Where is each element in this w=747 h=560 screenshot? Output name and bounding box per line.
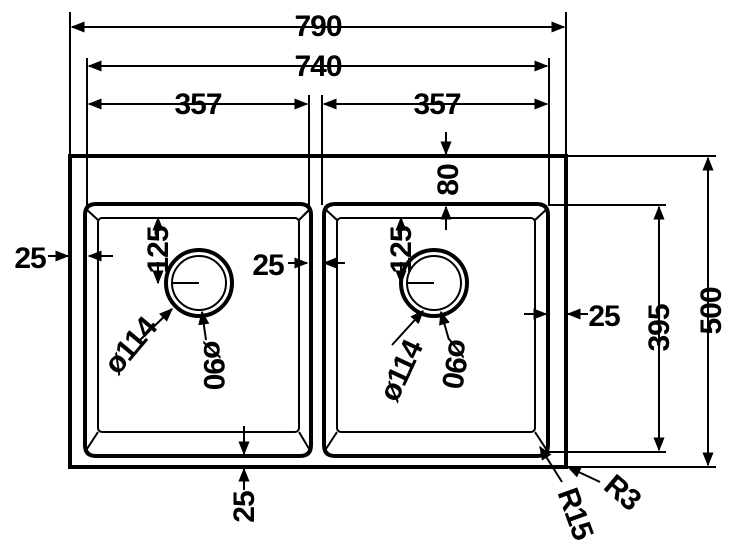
sink-outer-outline [68, 154, 568, 469]
dim-text-right-drain-offset: 125 [385, 226, 418, 273]
dim-text-right-drain-hole: ø90 [435, 337, 476, 391]
dim-text-right-drain-diameter: ø114 [373, 334, 430, 406]
dim-text-center-divider: 25 [252, 249, 284, 282]
leader-lines [139, 308, 601, 483]
dim-text-overall-depth: 500 [695, 287, 728, 334]
left-drain [164, 248, 234, 318]
dim-text-bowl-span-width: 740 [294, 50, 341, 83]
dim-text-right-rim: 25 [588, 300, 620, 333]
left-bowl [83, 202, 313, 458]
dim-text-bowl-depth: 395 [643, 304, 676, 351]
dim-text-corner-radius-bowl: R15 [551, 484, 600, 544]
dim-text-left-bowl-width: 357 [174, 88, 221, 121]
dim-text-left-rim: 25 [14, 242, 46, 275]
dim-text-bottom-rim: 25 [228, 491, 261, 523]
dim-text-corner-radius-outer: R3 [598, 468, 647, 517]
dim-text-left-drain-offset: 125 [142, 226, 175, 273]
dim-text-left-drain-hole: ø90 [197, 341, 230, 390]
extension-lines [69, 12, 716, 468]
right-bowl [322, 202, 550, 458]
dim-text-overall-width: 790 [294, 10, 341, 43]
dim-text-top-rim: 80 [432, 164, 465, 196]
dim-text-left-drain-diameter: ø114 [98, 310, 164, 380]
dim-text-right-bowl-width: 357 [413, 88, 460, 121]
